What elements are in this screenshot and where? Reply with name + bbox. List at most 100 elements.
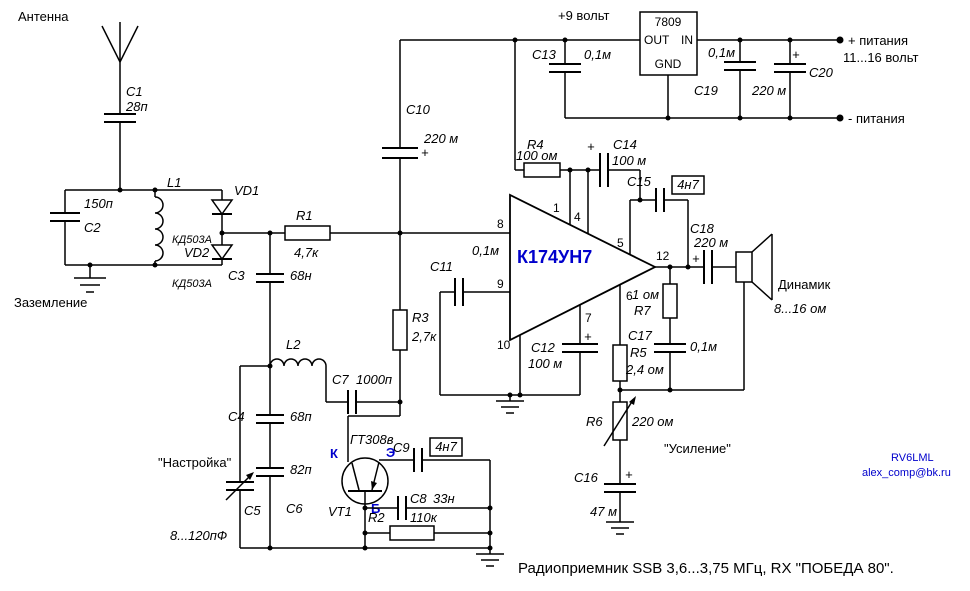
- r4-val: 100 ом: [516, 148, 558, 163]
- ic-pin4: 4: [574, 210, 581, 224]
- vt1-type: ГТ308в: [350, 432, 394, 447]
- feedback-network: R5 2,4 ом R6 220 ом "Усиление" С16 + 47 …: [574, 285, 744, 535]
- email-label: alex_comp@bk.ru: [862, 467, 951, 479]
- c3-ref: С3: [228, 268, 245, 283]
- c14-val: 100 м: [612, 153, 646, 168]
- c2-ref: С2: [84, 220, 101, 235]
- c12-ref: С12: [531, 340, 556, 355]
- c13-val: 0,1м: [584, 47, 611, 62]
- r7-c17-network: 1 ом R7 С17 0,1м: [628, 267, 717, 390]
- r2-val: 110к: [410, 510, 438, 525]
- r5-val: 2,4 ом: [625, 362, 664, 377]
- c19-val: 0,1м: [708, 45, 735, 60]
- c12-val: 100 м: [528, 356, 562, 371]
- vd2-ref: VD2: [184, 245, 210, 260]
- c2-val: 150п: [84, 196, 113, 211]
- c18-polarity: +: [692, 251, 700, 266]
- vd1-diode-icon: [210, 199, 234, 216]
- r1-ref: R1: [296, 208, 313, 223]
- page-title: Радиоприемник SSB 3,6...3,75 МГц, RX "ПО…: [518, 560, 894, 577]
- regulator-name: 7809: [655, 15, 682, 29]
- r6-val: 220 ом: [631, 414, 674, 429]
- ground-icon: [606, 521, 634, 535]
- plus-terminal: [836, 36, 844, 44]
- ic-pin7: 7: [585, 311, 592, 325]
- r4-ref: R4: [527, 137, 544, 152]
- supply-range-label: 11...16 вольт: [843, 50, 918, 65]
- ground-icon: [74, 277, 106, 293]
- antenna-symbol: Антенна: [18, 9, 139, 114]
- c16-polarity: +: [625, 467, 633, 482]
- capacitor-c7: С7 1000п: [325, 366, 400, 414]
- vt1-emitter-label: Э: [386, 445, 395, 460]
- c7-val: 1000п: [356, 372, 392, 387]
- ic-pin12: 12: [656, 249, 670, 263]
- r5-ref: R5: [630, 345, 647, 360]
- r3-ref: R3: [412, 310, 429, 325]
- ic-pin8: 8: [497, 217, 504, 231]
- l1-coil: [154, 196, 164, 262]
- gain-label: "Усиление": [664, 441, 731, 456]
- ic-pin9: 9: [497, 277, 504, 291]
- speaker-label: Динамик: [778, 277, 831, 292]
- speaker-impedance: 8...16 ом: [774, 301, 826, 316]
- regulator-gnd: GND: [655, 57, 682, 71]
- r3-val: 2,7к: [411, 329, 437, 344]
- r6-ref: R6: [586, 414, 603, 429]
- c16-ref: С16: [574, 470, 599, 485]
- regulator-in: IN: [681, 33, 693, 47]
- speaker-icon: [735, 233, 773, 301]
- input-tank: 150п С2 L1 Заземление: [14, 175, 222, 310]
- c15-val: 4н7: [677, 177, 699, 192]
- c1-ref: С1: [126, 84, 143, 99]
- callsign-label: RV6LML: [891, 452, 934, 464]
- c8-ref: С8: [410, 491, 427, 506]
- ground-icon: [496, 400, 524, 414]
- c5-ref: С5: [244, 503, 261, 518]
- minus-terminal: [836, 114, 844, 122]
- c11-ref: С11: [430, 259, 453, 274]
- c4-ref: С4: [228, 409, 245, 424]
- c14-ref: С14: [613, 137, 637, 152]
- power-section: 7809 OUT IN GND +9 вольт С13 0,1м 0,1м С…: [400, 8, 918, 126]
- ic-name: К174УН7: [517, 247, 592, 267]
- r7-ref: R7: [634, 303, 651, 318]
- l2-coil: [269, 358, 327, 367]
- c4-val: 68п: [290, 409, 312, 424]
- vd1-ref: VD1: [234, 183, 259, 198]
- c19-ref: С19: [694, 83, 718, 98]
- resistor-r1: R1 4,7к: [222, 208, 510, 260]
- c16-val: 47 м: [590, 504, 617, 519]
- junction-dots: [87, 37, 793, 551]
- c3-val: 68н: [290, 268, 312, 283]
- c17-ref: С17: [628, 328, 653, 343]
- c20-val: 220 м: [751, 83, 786, 98]
- c14-polarity: +: [587, 139, 595, 154]
- c10-r3-column: С10 220 м + R3 2,7к: [347, 40, 458, 462]
- c10-polarity: +: [421, 145, 429, 160]
- c7-ref: С7: [332, 372, 349, 387]
- vd2-val: КД503А: [172, 278, 212, 290]
- c6-val: 82п: [290, 462, 312, 477]
- c10-val: 220 м: [423, 131, 458, 146]
- c13-ref: С13: [532, 47, 557, 62]
- c8-r2-network: С8 33н R2 110к: [365, 460, 504, 567]
- supply-minus-label: - питания: [848, 111, 905, 126]
- ground-icon: [476, 553, 504, 567]
- c15-ref: С15: [627, 174, 652, 189]
- oscillator-tank: L2 С5 8...120пФ "Настройка" С4 68п 82п С…: [158, 337, 490, 549]
- l2-ref: L2: [286, 337, 301, 352]
- vd1-val: КД503А: [172, 234, 212, 246]
- c9-ref: С9: [393, 440, 410, 455]
- regulator-7809: [639, 11, 698, 76]
- r4-c14-c15-network: R4 100 ом + С14 100 м С15 4н7: [514, 40, 705, 267]
- r1-val: 4,7к: [294, 245, 319, 260]
- r2-ref: R2: [368, 510, 385, 525]
- c10-ref: С10: [406, 102, 431, 117]
- c18-val: 220 м: [693, 235, 728, 250]
- detector-diodes: VD1 КД503А VD2 КД503А: [172, 183, 259, 290]
- plus9v-label: +9 вольт: [558, 8, 609, 23]
- c9-val: 4н7: [435, 439, 457, 454]
- r7-val: 1 ом: [632, 287, 659, 302]
- capacitor-c1: С1 28п: [104, 84, 148, 190]
